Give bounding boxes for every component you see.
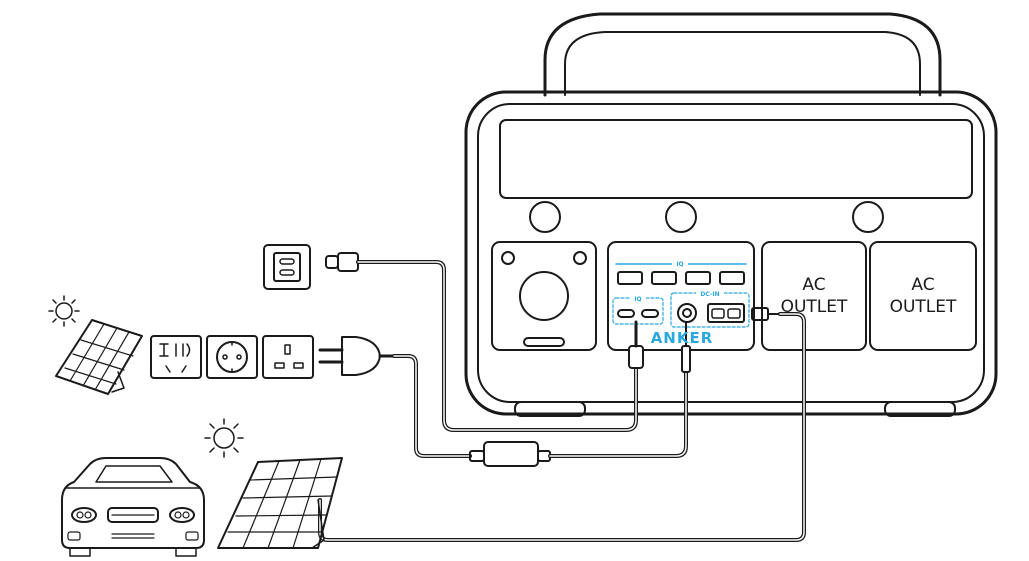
- round-button-right[interactable]: [852, 201, 884, 233]
- ac-outlet-1-label-line1: AC: [802, 275, 825, 295]
- ac-outlet-2-label-line2: OUTLET: [890, 297, 957, 317]
- car-headlight-right: [169, 507, 195, 523]
- xt60-port[interactable]: [707, 303, 745, 323]
- light-bar: [523, 337, 565, 347]
- station-body-outer: [464, 90, 998, 416]
- usb-a-port-3[interactable]: [685, 271, 711, 285]
- power-adapter-brick-icon: [483, 441, 551, 467]
- dc-in-label: DC-IN: [700, 291, 719, 298]
- car-icon: [61, 457, 205, 557]
- uk-socket-icon: [262, 335, 314, 379]
- sun-icon: [48, 295, 80, 327]
- ac-cable: [392, 354, 485, 462]
- usb-a-port-2[interactable]: [651, 271, 677, 285]
- solar-xt60-cable: [318, 307, 806, 542]
- ac-outlet-1-label-line2: OUTLET: [781, 297, 848, 317]
- top-display-band: [499, 119, 973, 199]
- car-charger-port[interactable]: [519, 271, 569, 321]
- dc-in-port-round[interactable]: [677, 303, 697, 323]
- usb-a-port-1[interactable]: [617, 271, 643, 285]
- carry-handle: [543, 12, 942, 97]
- dc-in-port-round-core: [682, 308, 692, 318]
- ac-outlet-panel-2[interactable]: [869, 241, 977, 351]
- usb-a-group-label: IQ: [676, 261, 683, 268]
- ac-outlet-panel-1[interactable]: [761, 241, 867, 351]
- usb-c-group-label: IQ: [634, 296, 641, 303]
- adapter-dc-cable: [548, 321, 691, 458]
- solar-panel-icon: [217, 457, 343, 549]
- universal-socket-icon: [150, 335, 202, 379]
- usb-c-port-1[interactable]: [617, 309, 635, 318]
- station-body-inner: [477, 103, 985, 403]
- carry-handle-inner: [564, 31, 921, 96]
- solar-panel-icon: [55, 319, 143, 395]
- usb-c-plug-body: [337, 252, 359, 272]
- schuko-socket-icon: [206, 335, 258, 379]
- sun-icon: [204, 418, 244, 458]
- ac-plug-icon: [318, 336, 396, 376]
- round-button-center[interactable]: [665, 201, 697, 233]
- usb-c-plug-tip: [325, 255, 339, 269]
- light-panel-screw-right: [573, 251, 587, 265]
- usb-c-plug-into-station: [628, 345, 644, 369]
- light-panel-screw-left: [501, 251, 515, 265]
- usb-c-port-2[interactable]: [641, 309, 659, 318]
- usb-c-wall-charger-icon: [263, 244, 311, 290]
- light-panel: [491, 241, 597, 351]
- power-station: [464, 12, 998, 417]
- usb-c-cable: [325, 252, 644, 432]
- brand-logo-text: ANKER: [651, 329, 714, 347]
- ac-outlet-2-label-line1: AC: [911, 275, 934, 295]
- usb-a-port-4[interactable]: [719, 271, 745, 285]
- car-grille: [107, 507, 159, 523]
- round-button-left[interactable]: [529, 201, 561, 233]
- car-headlight-left: [71, 507, 97, 523]
